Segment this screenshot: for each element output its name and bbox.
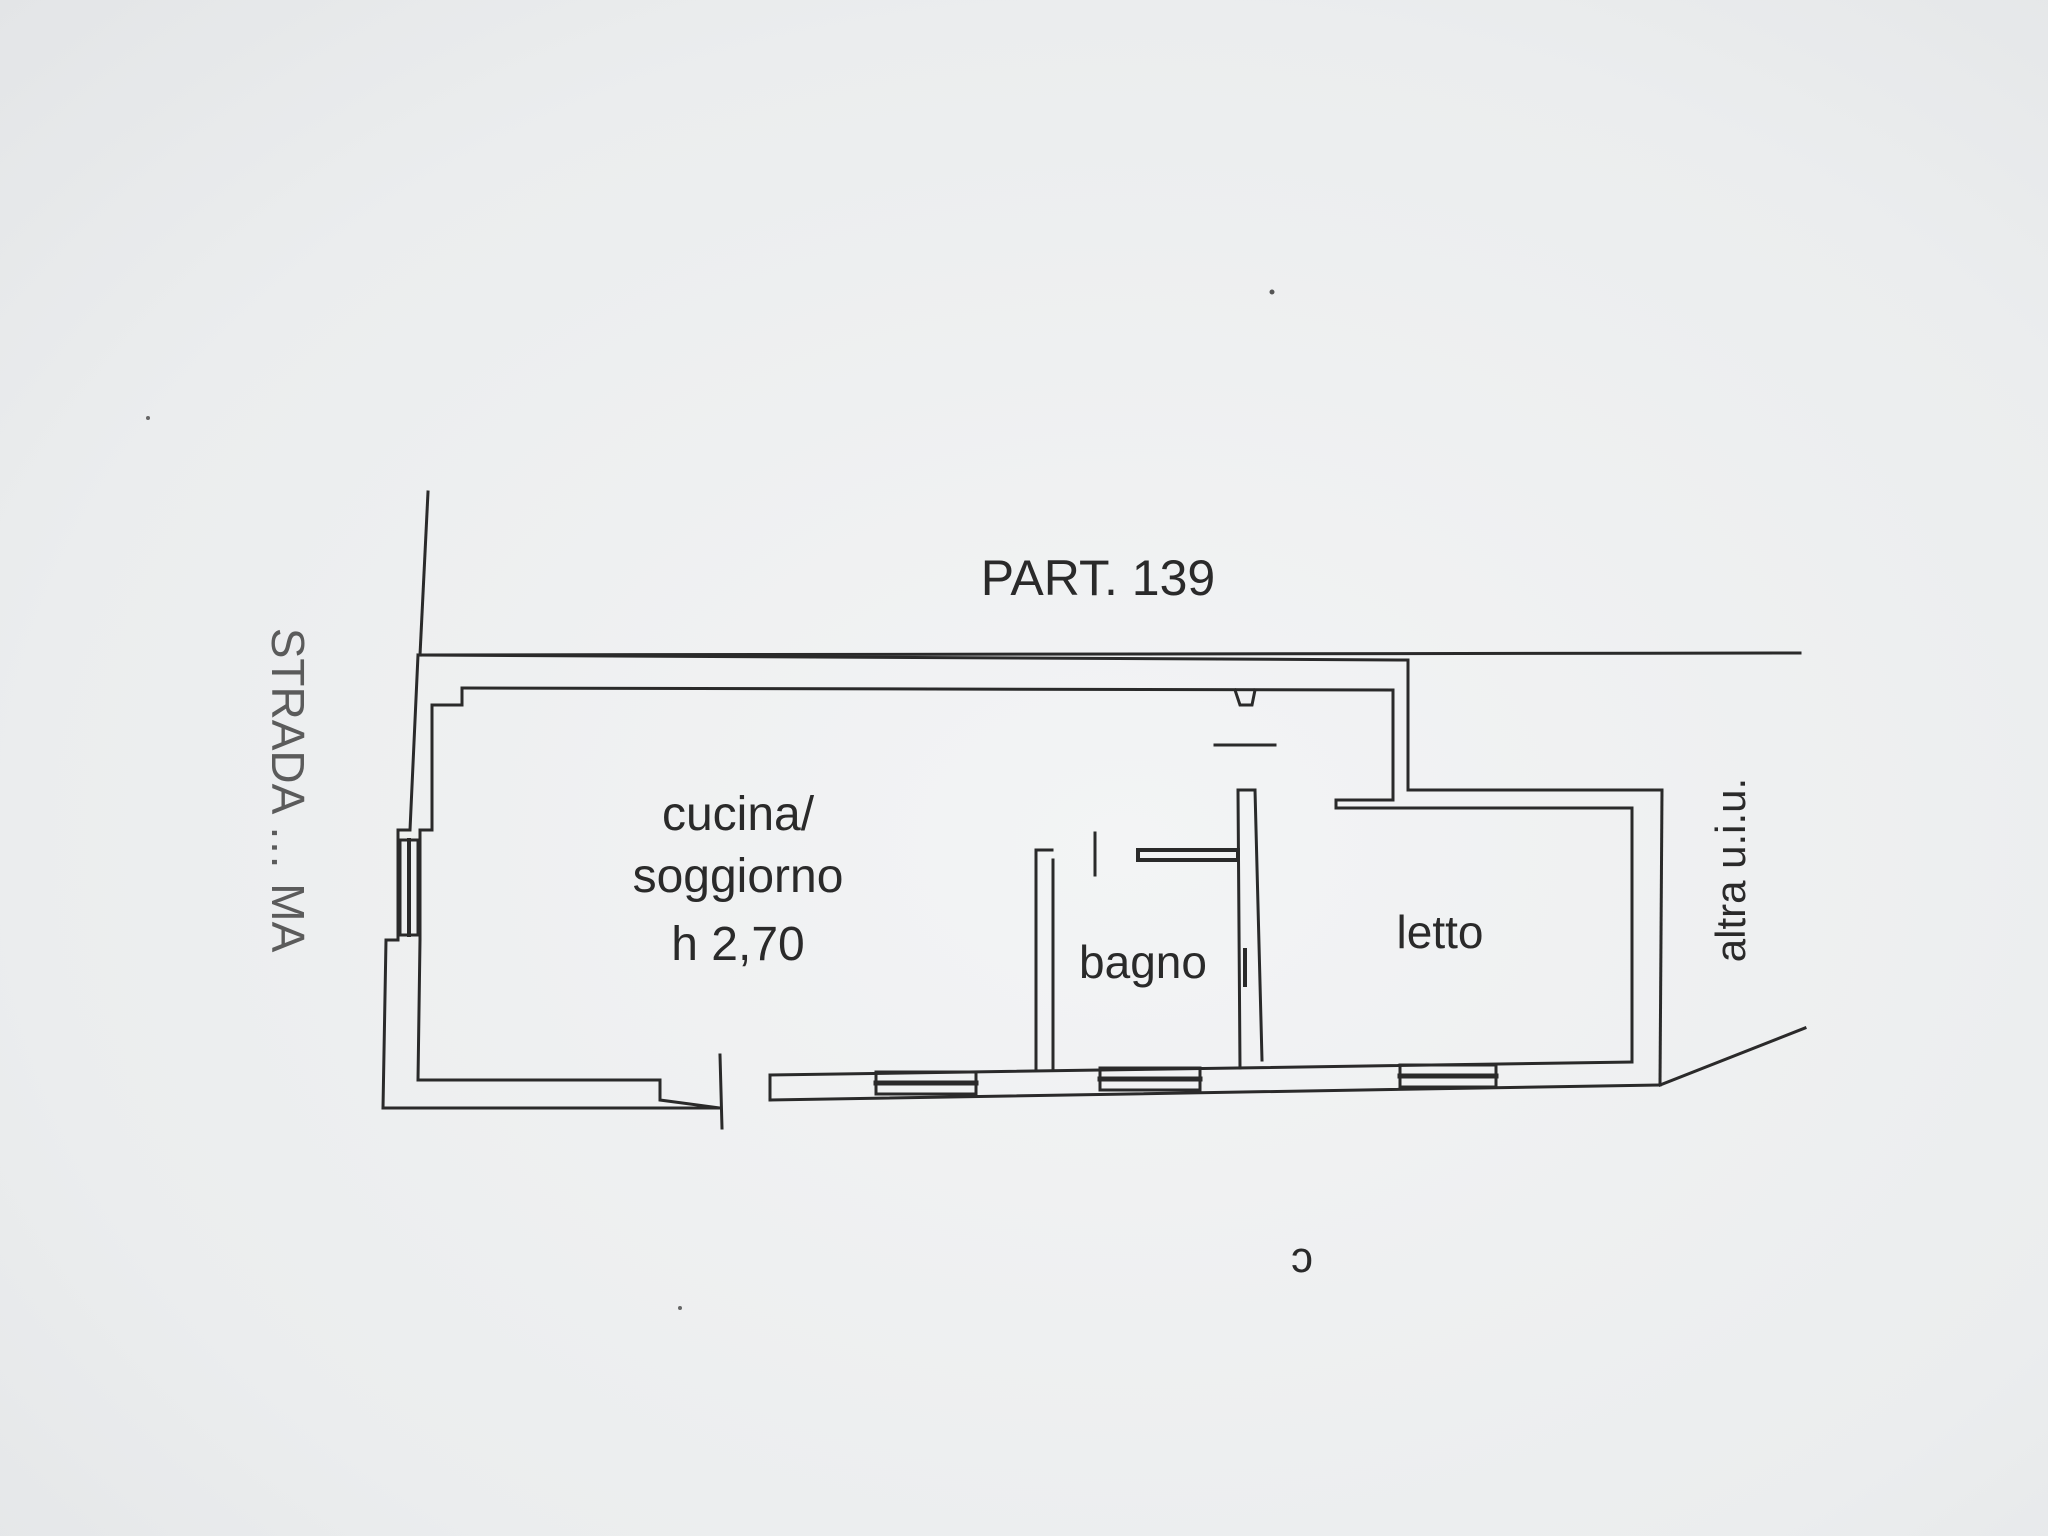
paper-speck <box>678 1306 682 1310</box>
right-diagonal-boundary <box>1658 1026 1807 1087</box>
paper-speck <box>146 416 150 420</box>
bedroom-left-wall <box>1253 788 1264 1062</box>
right-lot-line <box>1658 788 1664 1087</box>
left-wall <box>381 653 420 1110</box>
top-niche <box>1233 688 1257 707</box>
kitchen-label-line2: soggiorno <box>633 850 844 903</box>
outer-wall <box>416 653 1664 792</box>
kitchen-label-line1: cucina/ <box>662 788 815 841</box>
outer-wall-inner <box>460 686 1634 1064</box>
left-wall-inner <box>416 686 662 1082</box>
bathroom-left-wall <box>1034 848 1054 1072</box>
bathroom-label: bagno <box>1079 936 1207 988</box>
entry-door-mark <box>718 1053 724 1130</box>
bathroom-right-wall <box>1236 788 1242 1070</box>
parcel-label: PART. 139 <box>981 550 1215 606</box>
left-boundary-line <box>418 490 430 657</box>
door-jamb-left <box>658 1078 722 1110</box>
paper-speck <box>1269 289 1275 295</box>
stray-mark: ɔ <box>1291 1233 1313 1282</box>
bathroom-top-wall <box>1136 848 1240 862</box>
bottom-wall-right <box>768 1083 1662 1102</box>
neighbor-unit-label: altra u.i.u. <box>1707 778 1754 962</box>
kitchen-height-label: h 2,70 <box>671 918 804 971</box>
bedroom-label: letto <box>1397 906 1484 958</box>
street-label: STRADA … MA <box>262 628 314 953</box>
